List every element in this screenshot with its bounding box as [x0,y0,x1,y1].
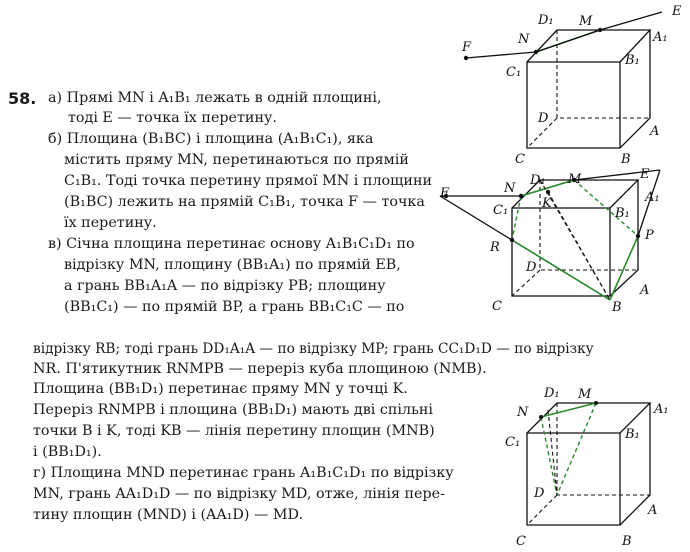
text-line: і (BB₁D₁). [33,444,102,460]
label-C1: C₁ [505,435,520,450]
label-K: K [541,196,553,211]
label-B: B [611,300,622,315]
label-F: F [439,186,450,201]
label-A: A [647,503,657,518]
text-line: відрізку MN, площину (BB₁A₁) по прямій E… [64,257,401,273]
problem-number: 58. [8,89,37,108]
text-line: тоді E — точка їх перетину. [68,110,277,126]
label-C: C [492,299,502,314]
label-N: N [517,32,530,47]
label-D1: D₁ [543,386,560,401]
cube-figure-3: D₁ M N A₁ C₁ B₁ D A C B [505,386,669,549]
label-B1: B₁ [624,53,640,68]
label-D1: D₁ [537,13,554,28]
label-P: P [644,228,654,243]
label-A1: A₁ [644,190,660,205]
label-B: B [620,152,631,167]
text-line: Площина (BB₁D₁) перетинає пряму MN у точ… [33,381,408,397]
label-M: M [567,172,582,187]
label-B1: B₁ [624,427,640,442]
text-line: MN, грань AA₁D₁D — по відрізку MD, отже,… [33,486,445,502]
label-A1: A₁ [653,402,669,417]
label-F: F [461,40,472,55]
label-R: R [489,240,500,255]
label-B1: B₁ [614,206,630,221]
text-line: в) Січна площина перетинає основу A₁B₁C₁… [48,236,415,252]
text-line: Переріз RNMPB і площина (BB₁D₁) мають дв… [33,402,433,418]
label-A1: A₁ [652,30,668,45]
label-E: E [671,4,682,19]
cube-figure-2: F N D₁ M E A₁ C₁ K B₁ P R D A C B [439,167,661,315]
text-line: містить пряму MN, перетинаються по прямі… [64,152,409,168]
text-line: (B₁BC) лежить на прямій C₁B₁, точка F — … [64,194,425,210]
text-line: NR. П'ятикутник RNMPB — переріз куба пло… [33,361,487,377]
label-A: A [639,283,649,298]
label-D: D [525,260,537,275]
text-line: C₁B₁. Тоді точка перетину прямої MN і пл… [64,173,433,189]
text-line: а) Прямі MN і A₁B₁ лежать в одній площин… [48,90,382,106]
text-line: точки B і K, тоді KB — лінія перетину пл… [33,423,435,439]
label-N: N [503,181,516,196]
text-line: г) Площина MND перетинає грань A₁B₁C₁D₁ … [33,465,454,481]
label-D: D [533,486,545,501]
label-C: C [515,152,525,167]
label-N: N [516,405,529,420]
label-B: B [621,534,632,549]
label-M: M [577,387,592,402]
cube-figure-1: E D₁ M A₁ N F C₁ B₁ D A C B [461,4,682,167]
text-line: (BB₁C₁) — по прямій BP, а грань BB₁C₁C —… [64,299,405,315]
label-M: M [578,14,593,29]
label-C1: C₁ [506,65,521,80]
text-line: їх перетину. [64,215,157,231]
text-line: відрізку RB; тоді грань DD₁A₁A — по відр… [33,341,594,357]
label-C: C [516,534,526,549]
label-C1: C₁ [493,203,508,218]
label-D1: D₁ [529,173,546,188]
text-line: б) Площина (B₁BC) і площина (A₁B₁C₁), як… [48,131,374,147]
label-E: E [639,167,650,182]
label-A: A [649,124,659,139]
label-D: D [537,111,549,126]
text-line: тину площин (MND) і (AA₁D) — MD. [33,507,303,523]
text-line: а грань BB₁A₁A — по відрізку PB; площину [64,278,386,294]
